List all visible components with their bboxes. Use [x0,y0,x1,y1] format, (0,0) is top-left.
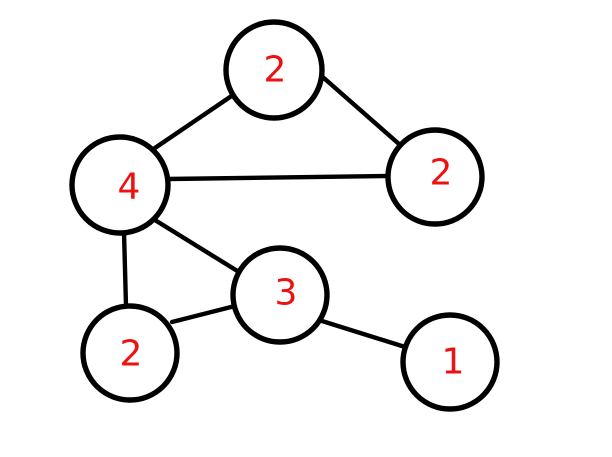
graph-node-n1[interactable]: 2 [223,19,325,121]
node-circle-n3[interactable] [385,127,485,227]
graph-node-n5[interactable]: 2 [80,303,180,403]
node-label-n2: 4 [118,167,141,208]
nodes-layer: 2 4 2 3 2 1 [69,19,500,412]
graph-edge-n4-n6 [319,318,408,350]
node-label-n4: 3 [275,273,298,314]
node-label-n3: 2 [430,153,453,194]
node-label-n6: 1 [442,342,465,383]
graph-node-n6[interactable]: 1 [400,312,500,412]
node-circle-n4[interactable] [230,245,330,345]
node-circle-n1[interactable] [223,19,325,121]
node-circle-n2[interactable] [69,134,171,236]
node-circle-n6[interactable] [400,312,500,412]
graph-edge-n2-n1 [149,92,236,153]
node-circle-n5[interactable] [80,303,180,403]
node-label-n5: 2 [120,334,143,375]
graph-edge-n5-n4 [169,303,238,325]
graph-edge-n2-n3 [165,173,392,182]
graph-edge-n2-n4 [147,214,242,275]
graph-node-n3[interactable]: 2 [385,127,485,227]
graph-edge-n2-n5 [121,229,129,309]
graph-node-n2[interactable]: 4 [69,134,171,236]
edges-layer [121,69,408,350]
node-label-n1: 2 [264,50,287,91]
graph-edge-n1-n3 [314,69,402,147]
graph-node-n4[interactable]: 3 [230,245,330,345]
